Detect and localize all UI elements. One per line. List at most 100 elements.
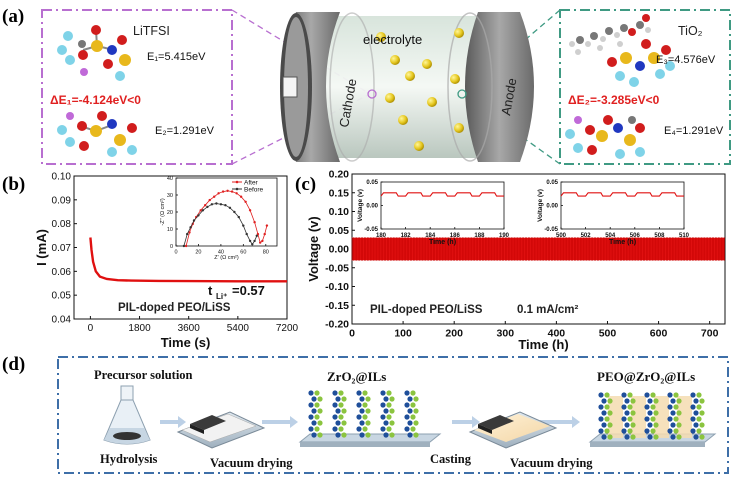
zro2-particle — [598, 416, 604, 422]
chart-b-ytick-label: 0.04 — [52, 315, 72, 326]
zro2-particle — [359, 396, 365, 402]
inset-b-ytick-label: 0 — [170, 244, 173, 250]
chart-c-xtick-label: 500 — [599, 328, 617, 340]
zro2-particle — [407, 420, 413, 426]
chart-b-ytick-label: 0.07 — [52, 243, 72, 254]
il-particle — [653, 398, 659, 404]
left-connector-bottom — [231, 93, 371, 165]
inset-b-point-before — [182, 244, 186, 248]
coating-plate-1 — [176, 411, 266, 449]
chart-c-sample-label: PIL-doped PEO/LiSS — [370, 304, 483, 316]
il-particle — [673, 392, 679, 398]
flask-icon — [103, 385, 151, 445]
inset-c1-xtick-label: 184 — [425, 233, 436, 239]
il-particle — [607, 410, 613, 416]
zro2-particle — [621, 404, 627, 410]
arrow-4 — [540, 416, 580, 428]
chart-c-ytick-label: -0.10 — [325, 281, 349, 293]
chart-b-ytick-label: 0.09 — [52, 195, 72, 206]
delta-e2: ΔE₂=-3.285eV<0 — [568, 93, 660, 107]
il-particle — [676, 434, 682, 440]
zro2-particle — [670, 398, 676, 404]
zro2-particle — [359, 408, 365, 414]
inset-b-point-after — [256, 232, 260, 236]
il-particle — [365, 408, 371, 414]
il-particle — [389, 396, 395, 402]
zro2-particle — [690, 392, 696, 398]
zro2-particle — [332, 414, 338, 420]
il-particle — [696, 428, 702, 434]
il-particle — [410, 414, 416, 420]
zro2-particle — [332, 426, 338, 432]
step-vacuum-drying-1: Vacuum drying — [210, 456, 293, 470]
il-particle — [386, 414, 392, 420]
zro2-particle — [356, 402, 362, 408]
il-particle — [341, 396, 347, 402]
inset-b-point-before — [233, 210, 236, 214]
right-molecule-frame — [559, 9, 731, 165]
zro2-ils-label: ZrO₂@ILs — [327, 369, 386, 384]
il-particle — [365, 420, 371, 426]
il-particle — [341, 420, 347, 426]
step-hydrolysis: Hydrolysis — [100, 452, 158, 466]
chart-c-ylabel: Voltage (v) — [306, 216, 321, 282]
inset-b-xtick-label: 80 — [263, 250, 269, 256]
il-particle — [386, 402, 392, 408]
zro2-particle — [624, 398, 630, 404]
peo-fill — [677, 396, 692, 438]
inset-b-point-before — [228, 206, 232, 209]
il-particle — [410, 426, 416, 432]
chart-c-ytick-label: 0.00 — [329, 244, 350, 256]
chart-b-xtick-label: 0 — [88, 323, 94, 334]
zro2-particle — [380, 402, 386, 408]
chart-b-xlabel: Time (s) — [161, 335, 211, 350]
il-particle — [607, 434, 613, 440]
inset-b-ylabel: -Z'' (Ω cm²) — [160, 198, 166, 225]
il-particle — [413, 408, 419, 414]
chart-c-ytick-label: 0.10 — [329, 206, 350, 218]
inset-c2-ytick-label: 0.05 — [546, 180, 558, 186]
il-particle — [317, 396, 323, 402]
chart-b-sample-label: PIL-doped PEO/LiSS — [118, 302, 231, 314]
inset-c1-xtick-label: 180 — [376, 233, 387, 239]
il-particle — [413, 420, 419, 426]
chart-b-ytick-label: 0.08 — [52, 219, 72, 230]
inset-b-point-after — [184, 244, 188, 248]
chart-c-ytick-label: -0.15 — [325, 300, 349, 312]
inset-c2-xtick-label: 502 — [581, 233, 592, 239]
zro2-particle — [335, 432, 341, 438]
left-frame-title: LiTFSI — [133, 24, 170, 38]
il-particle — [627, 416, 633, 422]
il-particle — [696, 404, 702, 410]
zro2-particle — [407, 408, 413, 414]
energy-e2: E₂=1.291eV — [155, 125, 215, 137]
zro2-particle — [335, 420, 341, 426]
il-particle — [314, 390, 320, 396]
zro2-particle — [332, 402, 338, 408]
il-particle — [338, 402, 344, 408]
il-particle — [627, 392, 633, 398]
panel-d: (d) Precursor solution ZrO₂@ILs PEO@ZrO₂… — [2, 354, 729, 474]
zro2-particle — [380, 390, 386, 396]
energy-e1: E₁=5.415eV — [147, 51, 206, 63]
zro2-particle — [690, 404, 696, 410]
zro2-particle — [621, 416, 627, 422]
chart-c-ytick-label: -0.20 — [325, 319, 349, 331]
inset-b-point-before — [224, 204, 227, 207]
zro2-particle — [359, 420, 365, 426]
il-particle — [630, 422, 636, 428]
inset-b-xtick-label: 20 — [195, 250, 201, 256]
il-particle — [389, 420, 395, 426]
inset-b-point-after — [248, 209, 252, 212]
zro2-particle — [690, 428, 696, 434]
il-particle — [338, 390, 344, 396]
zro2-particle — [404, 426, 410, 432]
inset-b-xtick-label: 60 — [240, 250, 246, 256]
zro2-particle — [693, 398, 699, 404]
il-particle — [604, 428, 610, 434]
panel-label-d: (d) — [2, 354, 25, 375]
il-particle — [338, 414, 344, 420]
litfsi-molecule-1 — [57, 25, 131, 81]
zro2-particle — [601, 398, 607, 404]
